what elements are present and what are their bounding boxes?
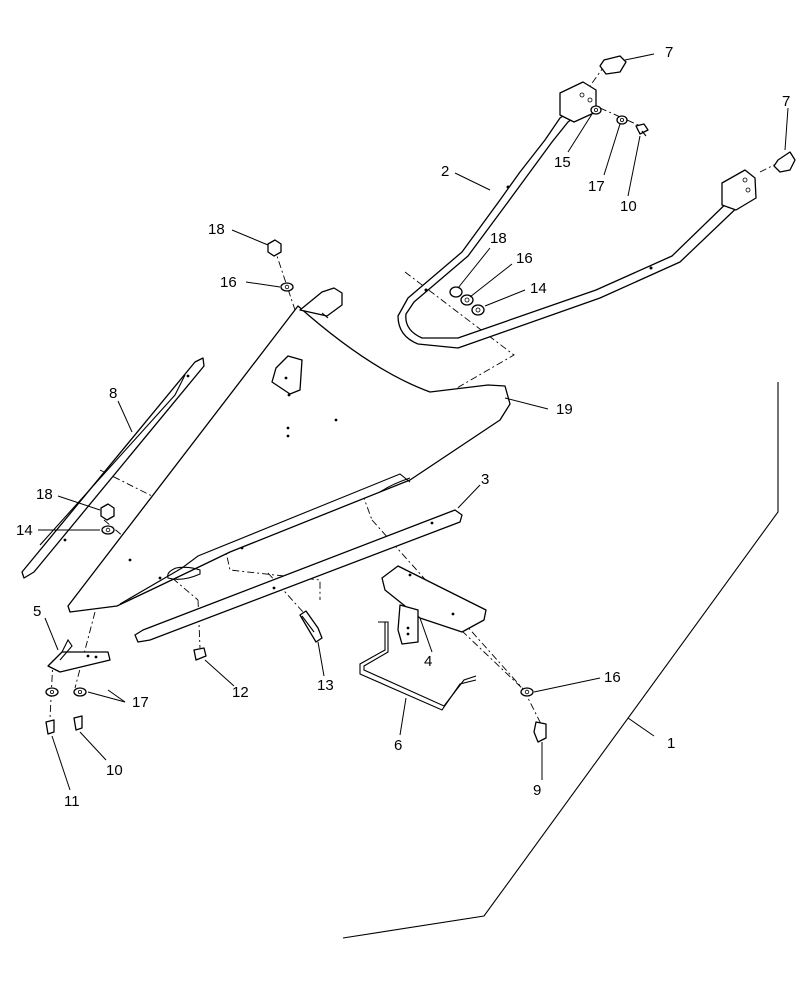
callout-16-top: 16 — [220, 274, 237, 291]
callout-9: 9 — [533, 782, 541, 799]
callout-1: 1 — [667, 735, 675, 752]
callout-10-top: 10 — [620, 198, 637, 215]
callout-14-left: 14 — [16, 522, 33, 539]
callout-17-bottom: 17 — [132, 694, 149, 711]
callout-5: 5 — [33, 603, 41, 620]
hardware — [45, 55, 796, 743]
divider-body — [67, 287, 511, 613]
callout-17-top: 17 — [588, 178, 605, 195]
side-plate — [21, 357, 205, 579]
callout-3: 3 — [481, 471, 489, 488]
callout-6: 6 — [394, 737, 402, 754]
small-bracket — [47, 638, 111, 673]
callout-16-bottom: 16 — [604, 669, 621, 686]
assembly-bracket-line — [342, 382, 779, 939]
wire-rod — [359, 621, 477, 711]
leader-lines — [38, 53, 789, 791]
callout-16-mid: 16 — [516, 250, 533, 267]
callout-12: 12 — [232, 684, 249, 701]
callout-7-top: 7 — [665, 44, 673, 61]
callout-18-top: 18 — [208, 221, 225, 238]
callout-labels: 1 2 3 4 5 6 7 7 8 9 10 10 11 12 13 14 14… — [16, 44, 790, 810]
callout-13: 13 — [317, 677, 334, 694]
callout-18-left: 18 — [36, 486, 53, 503]
callout-18-mid: 18 — [490, 230, 507, 247]
callout-2: 2 — [441, 163, 449, 180]
callout-19: 19 — [556, 401, 573, 418]
callout-11: 11 — [64, 793, 80, 810]
shoe-plate — [381, 565, 487, 645]
callout-8: 8 — [109, 385, 117, 402]
callout-14-right: 14 — [530, 280, 547, 297]
handle-frame — [397, 81, 757, 349]
callout-7-right: 7 — [782, 93, 790, 110]
callout-4: 4 — [424, 653, 432, 670]
skid-bar — [134, 509, 463, 643]
callout-10-bottom: 10 — [106, 762, 123, 779]
callout-15: 15 — [554, 154, 571, 171]
